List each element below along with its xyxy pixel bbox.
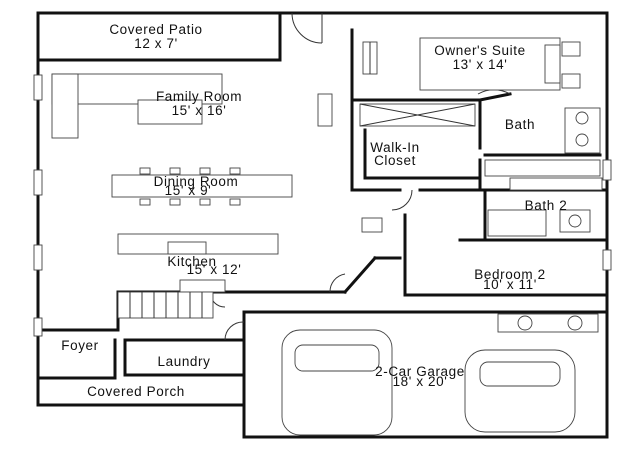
label-dining-room: Dining Room <box>154 174 239 189</box>
label-bath: Bath <box>505 117 535 132</box>
dims-family-room: 15' x 16' <box>172 103 227 118</box>
label-garage: 2-Car Garage <box>375 364 465 379</box>
label-bath-2: Bath 2 <box>525 198 568 213</box>
dims-kitchen: 15' x 12' <box>187 262 242 277</box>
label-covered-patio: Covered Patio <box>109 22 202 37</box>
label-kitchen: Kitchen <box>167 254 216 269</box>
dims-garage: 18' x 20' <box>393 374 448 389</box>
label-foyer: Foyer <box>61 338 99 353</box>
label-owners-suite: Owner's Suite <box>434 43 525 58</box>
dims-dining-room: 15' x 9' <box>165 183 212 198</box>
label-closet: Closet <box>374 153 416 168</box>
furniture <box>51 37 603 436</box>
dims-covered-patio: 12 x 7' <box>134 36 178 51</box>
doors <box>209 12 511 341</box>
label-bedroom-2: Bedroom 2 <box>474 267 545 282</box>
dims-bedroom-2: 10' x 11' <box>483 277 537 292</box>
room-labels: Covered Patio 12 x 7' Owner's Suite 13' … <box>61 22 568 399</box>
label-laundry: Laundry <box>158 354 211 369</box>
label-walk-in: Walk-In <box>370 140 419 155</box>
walls <box>36 11 609 439</box>
label-family-room: Family Room <box>156 89 242 104</box>
dims-owners-suite: 13' x 14' <box>453 57 508 72</box>
label-covered-porch: Covered Porch <box>87 384 185 399</box>
windows <box>33 74 612 337</box>
